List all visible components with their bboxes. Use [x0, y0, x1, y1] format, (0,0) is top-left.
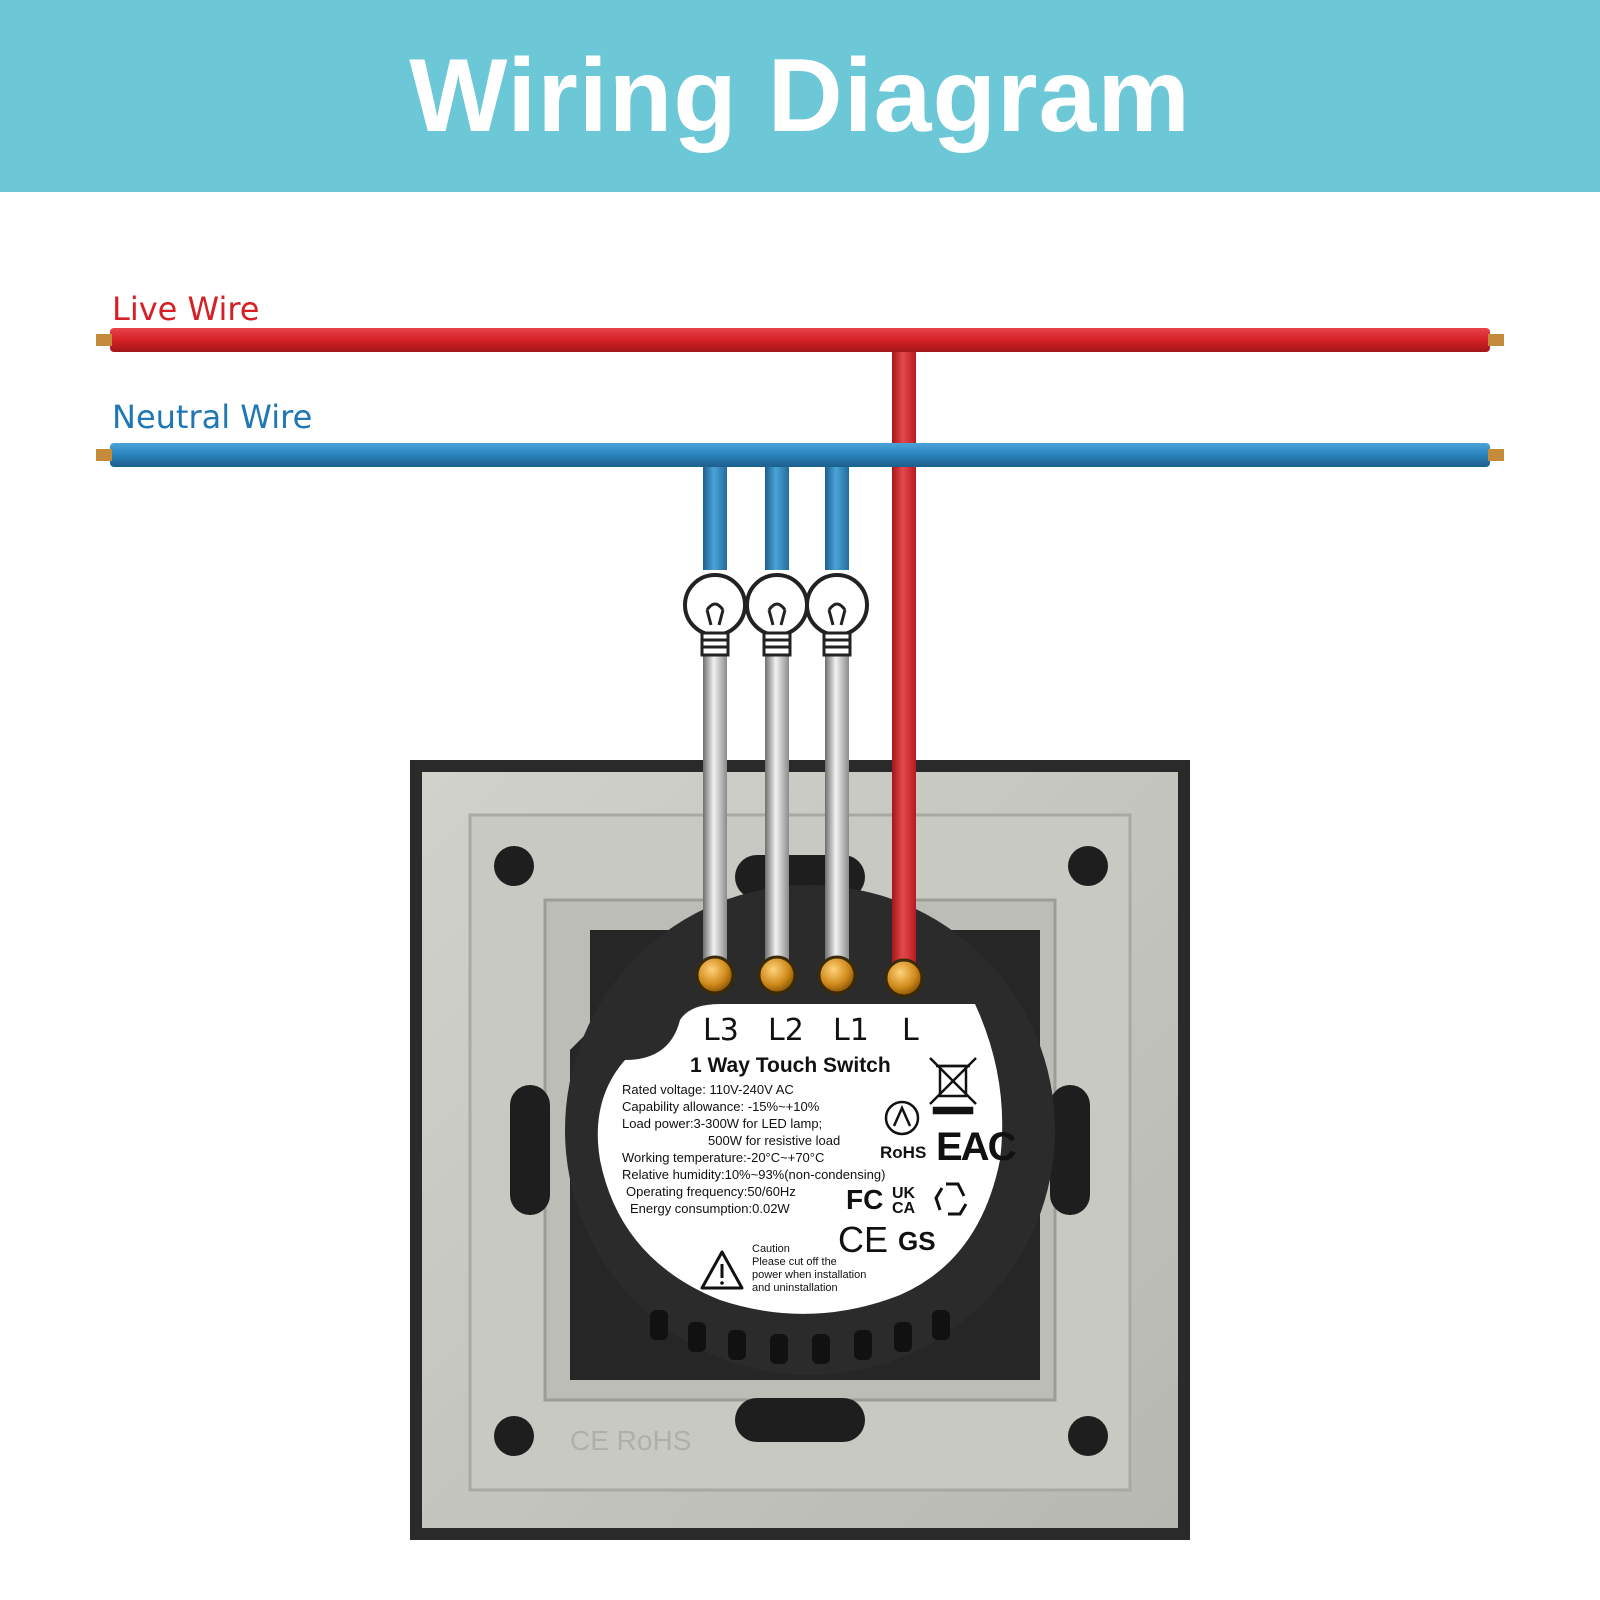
terminal-l2	[757, 955, 797, 995]
light-bulb-icon	[805, 573, 869, 657]
terminal-l3	[695, 955, 735, 995]
screw-hole	[1068, 1416, 1108, 1456]
spec-line: 500W for resistive load	[708, 1133, 840, 1148]
live-wire-label: Live Wire	[112, 290, 260, 328]
neutral-wire-label: Neutral Wire	[112, 398, 313, 436]
neutral-drop-l1	[825, 460, 849, 570]
terminal-screws	[695, 955, 924, 998]
title-banner: Wiring Diagram	[0, 0, 1600, 192]
spec-line: Energy consumption:0.02W	[630, 1201, 790, 1216]
mount-slot	[735, 1398, 865, 1442]
caution-line: Please cut off the	[752, 1256, 837, 1268]
neutral-drop-l2	[765, 460, 789, 570]
ukca-mark-bottom: CA	[892, 1200, 916, 1217]
neutral-wire	[110, 443, 1490, 467]
load-wire-l1	[825, 655, 849, 975]
caution-line: Caution	[752, 1243, 790, 1255]
ce-mark: CE	[838, 1219, 888, 1260]
spec-line: Rated voltage: 110V-240V AC	[622, 1082, 794, 1097]
light-bulb-icon	[745, 573, 809, 657]
gs-mark: GS	[898, 1226, 936, 1256]
spec-line: Operating frequency:50/60Hz	[626, 1184, 796, 1199]
terminal-label-l2: L2	[768, 1013, 804, 1048]
cert-circle-icon	[884, 1100, 920, 1136]
terminal-labels: L3 L2 L1 L	[703, 1013, 919, 1048]
label-title: 1 Way Touch Switch	[690, 1054, 891, 1077]
rohs-mark: RoHS	[880, 1143, 926, 1162]
load-wire-l2	[765, 655, 789, 975]
load-wire-l3	[703, 655, 727, 975]
terminal-l1	[817, 955, 857, 995]
mount-slot	[1050, 1085, 1090, 1215]
spec-line: Working temperature:-20°C~+70°C	[622, 1150, 824, 1165]
fc-mark: FC	[846, 1184, 883, 1215]
terminal-l	[884, 958, 924, 998]
terminal-label-l: L	[902, 1013, 919, 1048]
spec-line: Capability allowance: -15%~+10%	[622, 1099, 820, 1114]
recycle-icon	[934, 1182, 968, 1216]
terminal-label-l3: L3	[703, 1013, 739, 1048]
switch-module	[565, 885, 1055, 1380]
light-bulb-icon	[683, 573, 747, 657]
caution-line: power when installation	[752, 1269, 866, 1281]
page-title: Wiring Diagram	[409, 37, 1191, 154]
warning-icon	[700, 1250, 744, 1290]
caution-line: and uninstallation	[752, 1282, 838, 1294]
screw-hole	[494, 1416, 534, 1456]
live-wire	[110, 328, 1490, 352]
wires	[96, 328, 1504, 978]
terminal-label-l1: L1	[833, 1013, 869, 1048]
spec-line: Relative humidity:10%~93%(non-condensing…	[622, 1167, 885, 1182]
ukca-mark-top: UK	[892, 1185, 916, 1202]
spec-label: 1 Way Touch Switch Rated voltage: 110V-2…	[622, 1054, 1018, 1294]
spec-line: Load power:3-300W for LED lamp;	[622, 1116, 822, 1131]
screw-hole	[1068, 846, 1108, 886]
screw-hole	[494, 846, 534, 886]
live-drop	[892, 348, 916, 978]
mount-slot	[510, 1085, 550, 1215]
weee-bin-icon	[929, 1057, 977, 1115]
eac-mark: EAC	[936, 1125, 1016, 1169]
neutral-drop-l3	[703, 460, 727, 570]
svg-text:CE RoHS: CE RoHS	[570, 1425, 691, 1456]
